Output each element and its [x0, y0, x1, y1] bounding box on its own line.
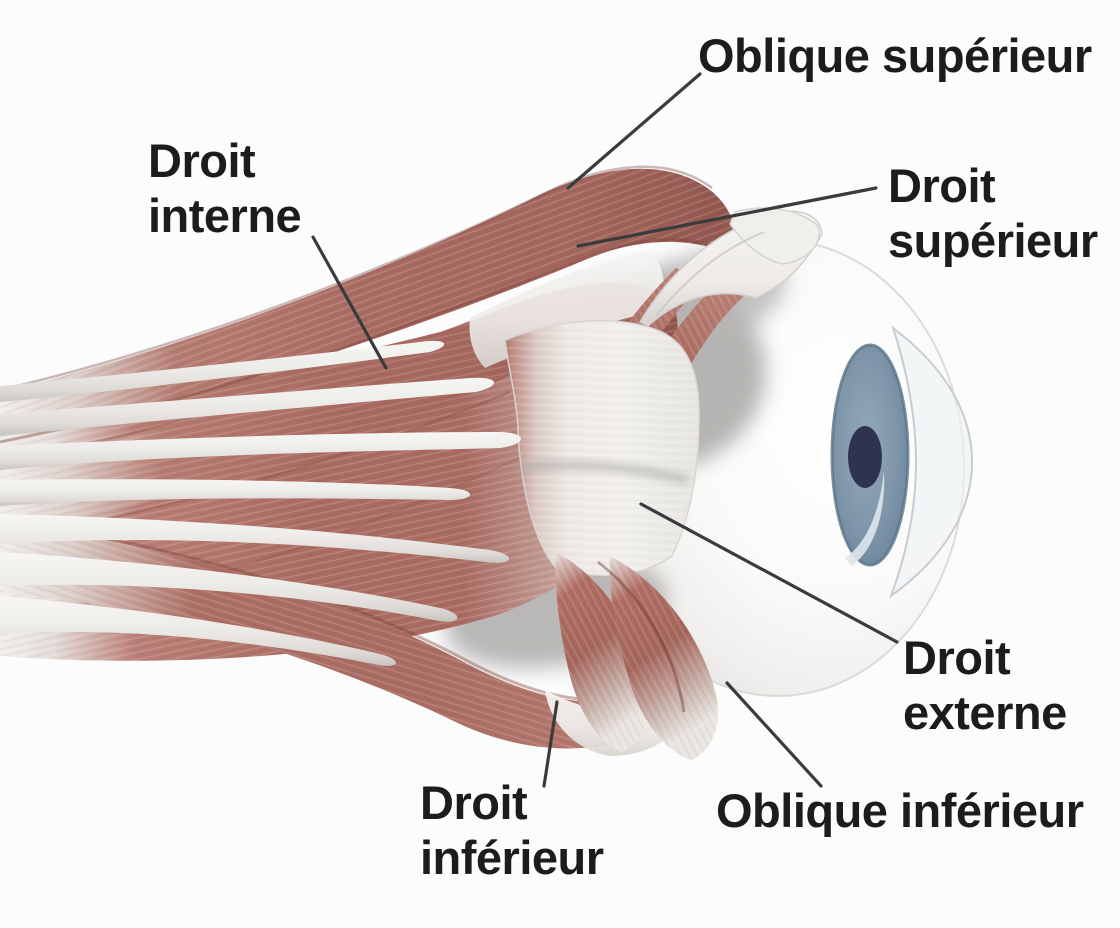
leader-lines	[311, 72, 899, 788]
label-oblique-inferieur: Oblique inférieur	[716, 783, 1084, 838]
tendon-strand-5	[0, 514, 510, 563]
label-droit-externe-line2: externe	[903, 686, 1067, 739]
pupil	[848, 426, 882, 488]
inferior-oblique-separation	[597, 560, 686, 713]
iris-highlight	[845, 470, 885, 566]
label-droit-inferieur-line1: Droit	[420, 776, 528, 829]
label-droit-interne-line1: Droit	[148, 134, 256, 187]
leader-line-droit-interne	[311, 235, 388, 370]
tendon-strand-2	[0, 377, 495, 436]
leader-line-droit-superieur	[576, 186, 878, 248]
trochlea-tendon	[638, 207, 823, 327]
label-oblique-superieur: Oblique supérieur	[698, 28, 1092, 83]
leader-line-droit-inferieur	[542, 700, 559, 788]
label-droit-inferieur: Droit inférieur	[420, 775, 604, 885]
trochlea-fold-line	[655, 231, 765, 317]
trochlea-flap	[729, 207, 820, 265]
tendon-strand-7	[0, 596, 396, 666]
tendon-strand-6	[0, 552, 458, 622]
label-droit-superieur: Droit supérieur	[888, 158, 1098, 268]
label-droit-interne: Droit interne	[148, 133, 302, 243]
tendon-strands	[0, 340, 521, 666]
lateral-rectus-tendon-sheet	[504, 319, 700, 577]
leader-line-oblique-inferieur	[725, 681, 823, 788]
label-droit-inferieur-line2: inférieur	[420, 831, 604, 884]
label-droit-externe: Droit externe	[903, 630, 1067, 740]
leader-line-oblique-superieur	[566, 72, 702, 190]
tendon-strand-4	[0, 479, 471, 506]
label-oblique-superieur-text: Oblique supérieur	[698, 29, 1092, 82]
cornea	[888, 325, 974, 599]
inferior-oblique-muscle	[555, 552, 718, 760]
label-droit-interne-line2: interne	[148, 189, 302, 242]
tendon-strand-3	[0, 432, 521, 470]
label-droit-externe-line1: Droit	[903, 631, 1011, 684]
label-oblique-inferieur-text: Oblique inférieur	[716, 784, 1084, 837]
leader-line-droit-externe	[639, 502, 899, 644]
label-droit-superieur-line1: Droit	[888, 159, 996, 212]
label-droit-superieur-line2: supérieur	[888, 214, 1098, 267]
tendon-strand-1	[0, 340, 445, 402]
tendon-sheet-crease	[519, 460, 690, 485]
